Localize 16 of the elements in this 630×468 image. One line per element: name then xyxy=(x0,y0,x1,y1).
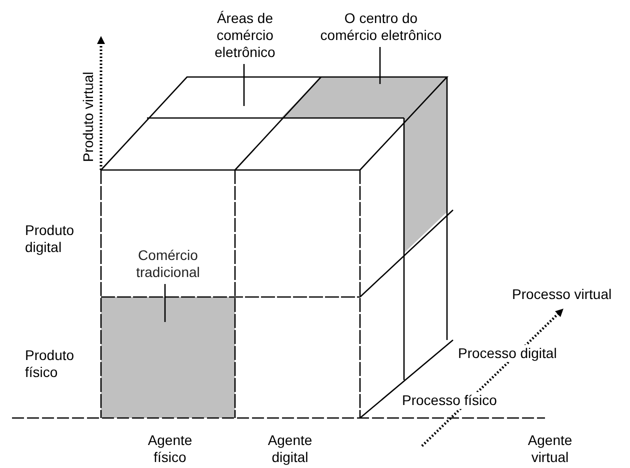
shaded-region xyxy=(281,77,447,253)
axis-label: Produto digital xyxy=(25,222,76,256)
shaded-region xyxy=(101,297,235,418)
callout-text: O centro do comércio eletrônico xyxy=(315,10,447,44)
axis-label: Agente físico xyxy=(146,432,194,466)
axis-label: Processo físico xyxy=(402,392,497,409)
axis-label: Produto virtual xyxy=(80,72,97,162)
axis-label: Processo digital xyxy=(458,345,557,362)
callout-text: Áreas de comércio eletrônico xyxy=(198,10,292,61)
leader-line xyxy=(243,64,245,106)
axis-label: Produto físico xyxy=(25,347,76,381)
axis-label: Agente virtual xyxy=(526,432,574,466)
callout-text: Comércio tradicional xyxy=(126,247,210,281)
leader-line xyxy=(164,284,166,322)
leader-line xyxy=(379,47,381,84)
axis-label: Agente digital xyxy=(266,432,314,466)
